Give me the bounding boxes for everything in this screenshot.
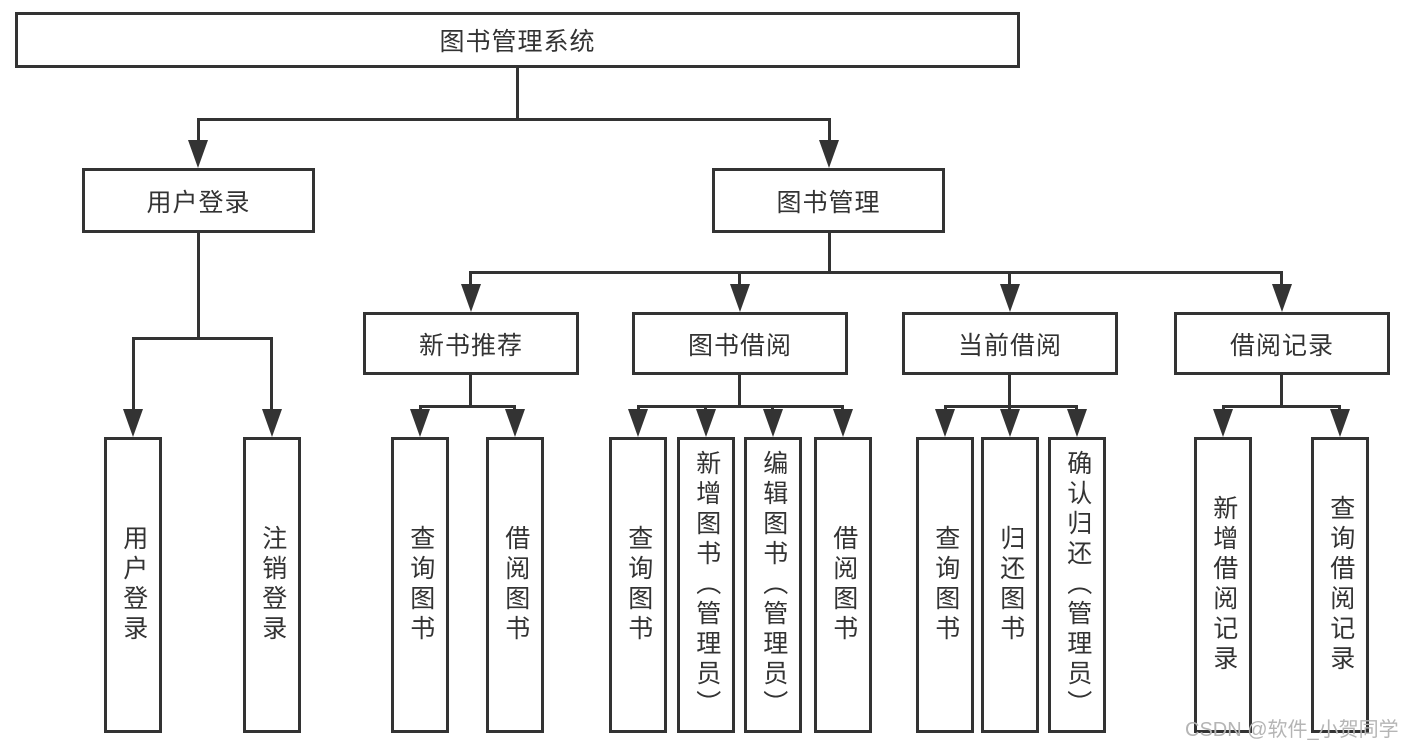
node-user-login: 用户登录	[82, 168, 315, 233]
connector-line	[132, 337, 273, 340]
connector-line	[1338, 405, 1341, 409]
arrow-down-icon	[819, 140, 839, 168]
node-borrowing-records: 借阅记录	[1174, 312, 1390, 375]
arrow-down-icon	[1330, 409, 1350, 437]
node-label: 图书借阅	[687, 331, 792, 360]
csdn-watermark: CSDN @软件_小贺同学	[1185, 719, 1399, 741]
node-label: 查询图书	[931, 525, 960, 645]
node-label: 图书管理系统	[439, 28, 596, 56]
arrow-down-icon	[1213, 409, 1233, 437]
connector-line	[132, 337, 135, 409]
node-label: 用户登录	[146, 188, 251, 217]
arrow-down-icon	[1000, 284, 1020, 312]
node-label: 注销登录	[258, 525, 287, 645]
arrow-down-icon	[505, 409, 525, 437]
connector-line	[197, 118, 200, 140]
connector-line	[1280, 375, 1283, 407]
arrow-down-icon	[935, 409, 955, 437]
connector-line	[270, 337, 273, 409]
leaf-edit-books-admin: 编辑图书（管理员）	[744, 437, 802, 733]
arrow-down-icon	[410, 409, 430, 437]
node-label: 借阅图书	[501, 525, 530, 645]
node-label: 借阅记录	[1229, 331, 1334, 360]
arrow-down-icon	[763, 409, 783, 437]
arrow-down-icon	[123, 409, 143, 437]
arrow-down-icon	[730, 284, 750, 312]
connector-line	[738, 271, 741, 284]
leaf-borrow-books-1: 借阅图书	[486, 437, 544, 733]
connector-line	[944, 405, 947, 409]
leaf-query-books-2: 查询图书	[609, 437, 667, 733]
node-label: 图书管理	[776, 188, 881, 217]
node-library-system: 图书管理系统	[15, 12, 1020, 68]
connector-line	[1008, 405, 1011, 409]
connector-line	[469, 271, 472, 284]
connector-line	[516, 68, 519, 120]
arrow-down-icon	[833, 409, 853, 437]
node-label: 查询图书	[406, 525, 435, 645]
node-label: 查询借阅记录	[1326, 495, 1355, 675]
node-label: 当前借阅	[957, 331, 1062, 360]
node-book-management: 图书管理	[712, 168, 945, 233]
connector-line	[637, 405, 640, 409]
node-label: 编辑图书（管理员）	[759, 450, 788, 720]
leaf-query-books-1: 查询图书	[391, 437, 449, 733]
connector-line	[197, 118, 831, 121]
connector-line	[828, 118, 831, 140]
arrow-down-icon	[1272, 284, 1292, 312]
connector-line	[704, 405, 707, 409]
node-label: 查询图书	[624, 525, 653, 645]
connector-line	[771, 405, 774, 409]
connector-line	[637, 405, 844, 408]
connector-line	[738, 375, 741, 407]
node-current-borrowing: 当前借阅	[902, 312, 1118, 375]
node-label: 用户登录	[119, 525, 148, 645]
leaf-query-books-3: 查询图书	[916, 437, 974, 733]
connector-line	[197, 233, 200, 339]
node-label: 借阅图书	[829, 525, 858, 645]
arrow-down-icon	[628, 409, 648, 437]
arrow-down-icon	[696, 409, 716, 437]
leaf-return-books: 归还图书	[981, 437, 1039, 733]
node-new-book-recommend: 新书推荐	[363, 312, 579, 375]
arrow-down-icon	[188, 140, 208, 168]
leaf-borrow-books-2: 借阅图书	[814, 437, 872, 733]
connector-line	[1280, 271, 1283, 284]
node-label: 归还图书	[996, 525, 1025, 645]
connector-line	[419, 405, 422, 409]
connector-line	[828, 233, 831, 273]
connector-line	[1075, 405, 1078, 409]
connector-line	[1008, 271, 1011, 284]
arrow-down-icon	[461, 284, 481, 312]
arrow-down-icon	[262, 409, 282, 437]
connector-line	[469, 375, 472, 407]
node-label: 新书推荐	[418, 331, 523, 360]
leaf-user-login: 用户登录	[104, 437, 162, 733]
arrow-down-icon	[1067, 409, 1087, 437]
connector-line	[1008, 375, 1011, 407]
node-book-borrowing: 图书借阅	[632, 312, 848, 375]
connector-line	[470, 271, 1283, 274]
leaf-add-books-admin: 新增图书（管理员）	[677, 437, 735, 733]
node-label: 新增图书（管理员）	[692, 450, 721, 720]
leaf-query-borrow-record: 查询借阅记录	[1311, 437, 1369, 733]
node-label: 新增借阅记录	[1209, 495, 1238, 675]
connector-line	[944, 405, 1078, 408]
connector-line	[841, 405, 844, 409]
connector-line	[419, 405, 516, 408]
leaf-confirm-return-admin: 确认归还（管理员）	[1048, 437, 1106, 733]
arrow-down-icon	[1000, 409, 1020, 437]
connector-line	[513, 405, 516, 409]
leaf-logout: 注销登录	[243, 437, 301, 733]
leaf-add-borrow-record: 新增借阅记录	[1194, 437, 1252, 733]
connector-line	[1222, 405, 1341, 408]
node-label: 确认归还（管理员）	[1063, 450, 1092, 720]
connector-line	[1222, 405, 1225, 409]
